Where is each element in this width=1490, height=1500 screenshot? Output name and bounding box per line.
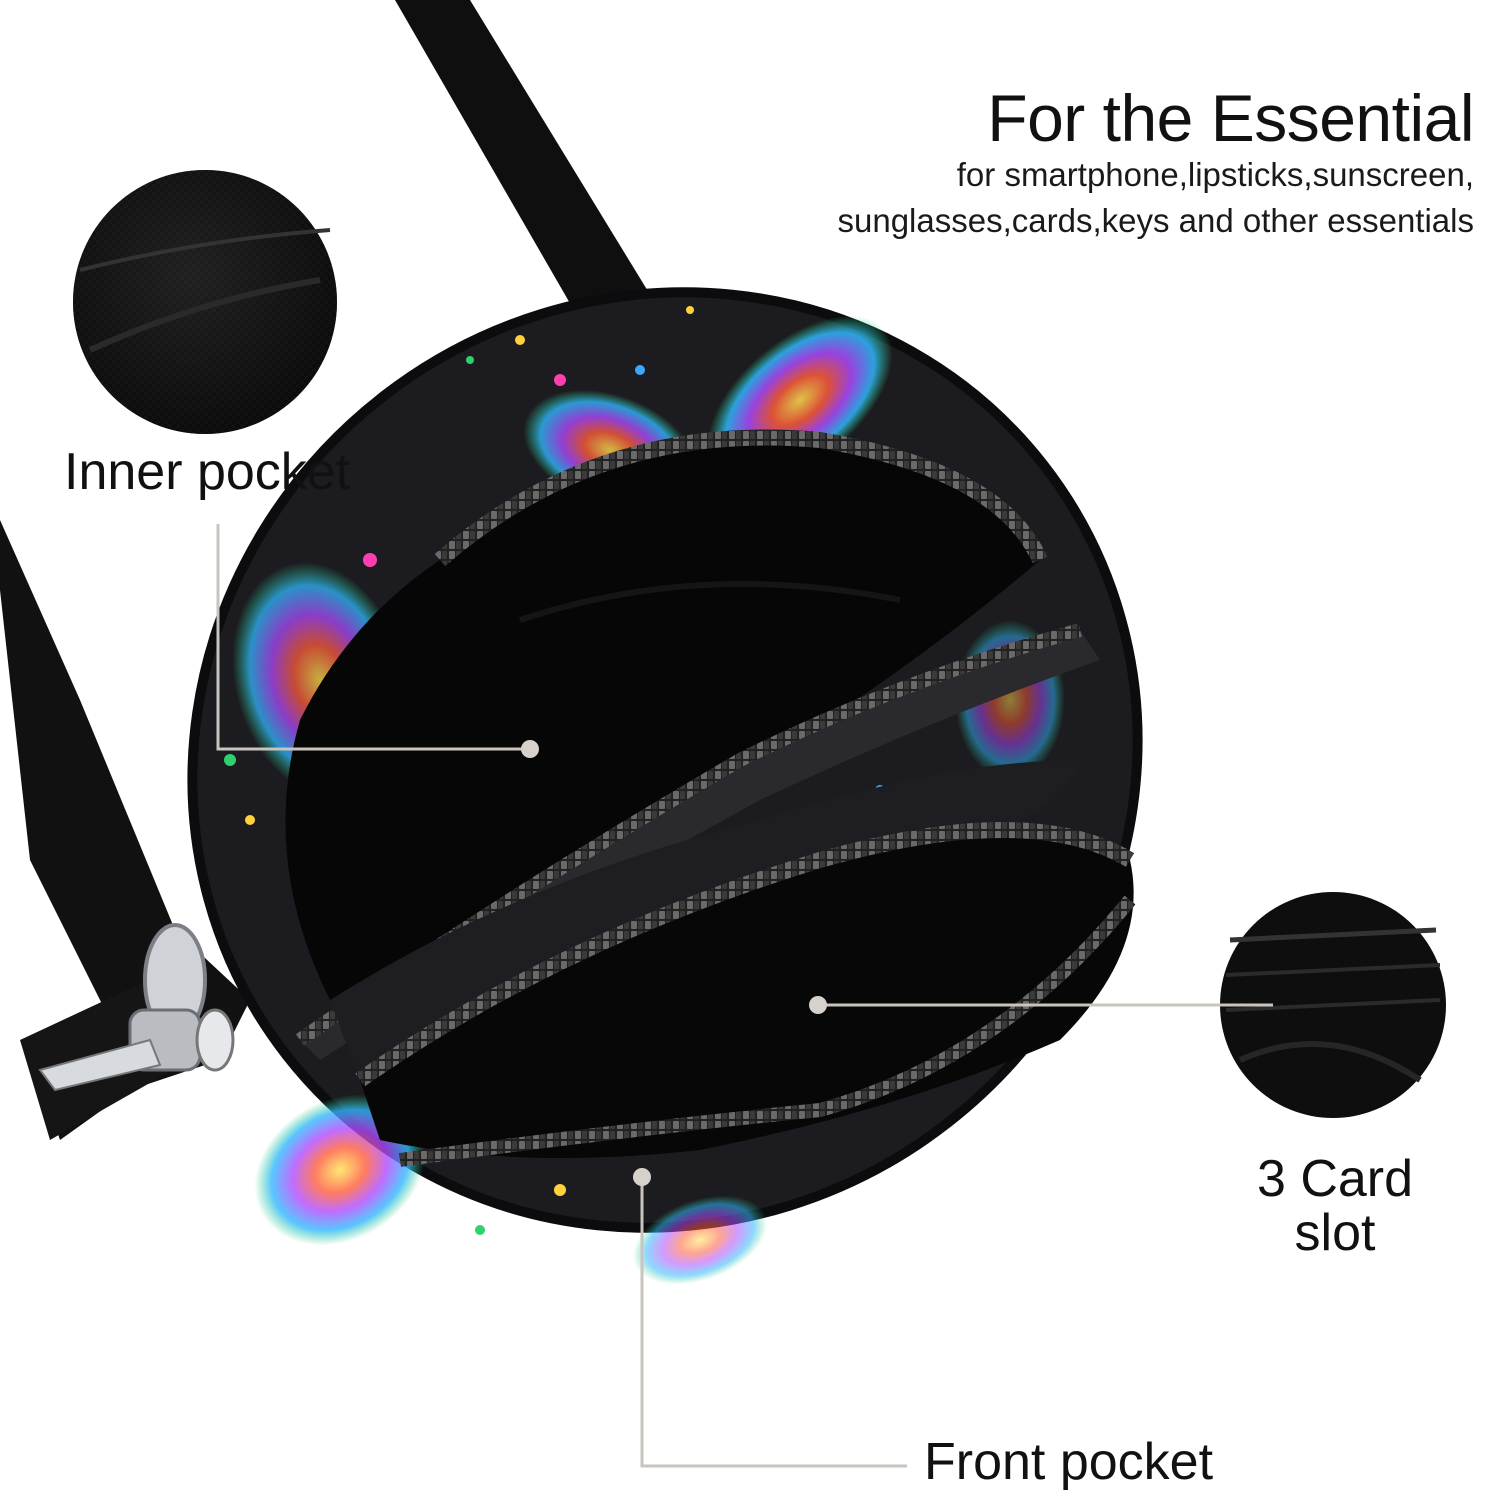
card-slot-label-line-2: slot [1294, 1204, 1376, 1262]
card-slot-label: 3 Card slot [1230, 1152, 1440, 1260]
subheadline-line-1: for smartphone,lipsticks,sunscreen, [956, 156, 1474, 193]
metal-clasp-icon [38, 923, 235, 1092]
leader-lines [216, 524, 1273, 1468]
inner-pocket-label: Inner pocket [64, 443, 351, 501]
subheadline-line-2: sunglasses,cards,keys and other essentia… [837, 202, 1474, 239]
leader-dots [521, 740, 827, 1186]
subheadline: for smartphone,lipsticks,sunscreen, sung… [574, 152, 1474, 244]
front-pocket-label: Front pocket [924, 1433, 1214, 1491]
inner-compartment [285, 429, 1048, 1000]
card-slot-label-line-1: 3 Card [1256, 1150, 1414, 1208]
inner-pocket-zoom [73, 170, 337, 434]
headline: For the Essential [987, 81, 1474, 155]
card-slot-zoom [1220, 892, 1446, 1118]
front-pocket-opening [355, 822, 1136, 1167]
